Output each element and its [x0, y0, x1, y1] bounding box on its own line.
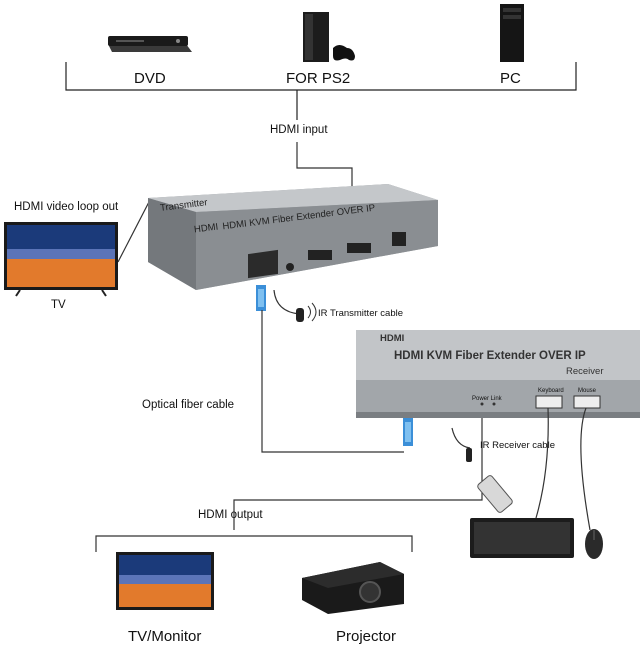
- keyboard-icon: [470, 518, 574, 558]
- receiver-subtitle: Receiver: [566, 366, 604, 377]
- tv-monitor-label: TV/Monitor: [128, 628, 202, 645]
- hdmi-output-cable: [95, 418, 483, 552]
- dvd-label: DVD: [134, 70, 166, 87]
- optical-fiber-label: Optical fiber cable: [142, 399, 235, 411]
- usb-cables: [535, 407, 591, 531]
- monitor-icon: [116, 552, 214, 610]
- transmitter-box: [148, 184, 438, 290]
- game-console-icon: [303, 12, 355, 62]
- tv-label: TV: [51, 299, 66, 311]
- fiber-connector-receiver: [403, 418, 413, 446]
- mouse-icon: [585, 529, 603, 559]
- optical-fiber-cable: [261, 310, 404, 453]
- receiver-title: HDMI KVM Fiber Extender OVER IP: [394, 350, 586, 362]
- ir-receiver-cable: [451, 427, 471, 449]
- dvd-player-icon: [108, 36, 192, 52]
- ir-transmitter-label: IR Transmitter cable: [318, 308, 403, 319]
- power-link-label: Power Link: [472, 396, 502, 402]
- pc-tower-icon: [500, 4, 524, 62]
- fiber-connector-transmitter: [256, 285, 266, 311]
- projector-icon: [302, 562, 404, 614]
- ir-receiver-label: IR Receiver cable: [480, 440, 555, 451]
- ir-emitter-icon: [296, 302, 317, 322]
- receiver-box: [356, 330, 640, 418]
- source-bracket: [65, 62, 577, 120]
- keyboard-port-label: Keyboard: [538, 388, 564, 394]
- tv-icon: [4, 222, 118, 297]
- projector-label: Projector: [336, 628, 397, 645]
- hdmi-input-label: HDMI input: [270, 124, 328, 136]
- ir-receiver-icon: [466, 448, 472, 462]
- receiver-brand: HDMI: [380, 333, 405, 344]
- hdmi-loop-out-label: HDMI video loop out: [14, 201, 119, 213]
- mouse-port-label: Mouse: [578, 388, 597, 394]
- remote-control-icon: [477, 475, 513, 513]
- hdmi-output-label: HDMI output: [198, 509, 263, 521]
- pc-label: PC: [500, 70, 521, 87]
- ps2-label: FOR PS2: [286, 70, 351, 87]
